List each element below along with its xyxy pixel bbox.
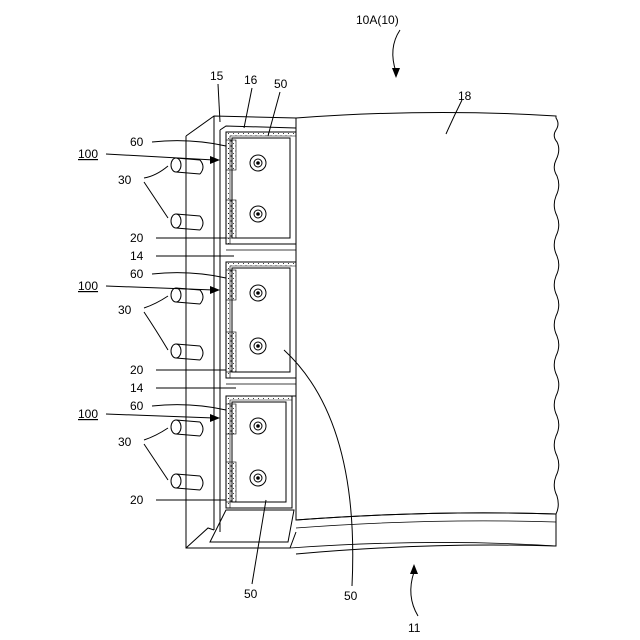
label-30: 30 [118, 435, 132, 449]
pin [171, 288, 203, 304]
label-assembly: 10A(10) [356, 13, 399, 27]
label-14: 14 [130, 381, 144, 395]
pin [171, 474, 203, 490]
pin [171, 344, 203, 360]
pins [171, 158, 203, 490]
label-20: 20 [130, 363, 144, 377]
pin [171, 420, 203, 436]
divider-lower [226, 378, 296, 396]
label-14: 14 [130, 249, 144, 263]
label-container: 18 [458, 89, 472, 103]
container-body [290, 112, 559, 554]
label-rail: 16 [244, 73, 258, 87]
label-20: 20 [130, 493, 144, 507]
label-100: 100 [78, 407, 98, 421]
label-module-top: 50 [274, 77, 288, 91]
label-30: 30 [118, 303, 132, 317]
label-module-right: 50 [344, 589, 358, 603]
label-20: 20 [130, 231, 144, 245]
label-100: 100 [78, 147, 98, 161]
pin [171, 214, 203, 230]
label-60: 60 [130, 135, 144, 149]
label-30: 30 [118, 173, 132, 187]
label-100: 100 [78, 279, 98, 293]
label-60: 60 [130, 267, 144, 281]
module-3 [226, 396, 292, 508]
module-1 [226, 132, 296, 244]
label-module-bottom: 50 [244, 587, 258, 601]
label-frame: 15 [210, 69, 224, 83]
module-2 [226, 262, 296, 378]
divider-upper [226, 244, 296, 262]
label-base: 11 [408, 621, 421, 635]
label-60: 60 [130, 399, 144, 413]
pin [171, 158, 203, 174]
